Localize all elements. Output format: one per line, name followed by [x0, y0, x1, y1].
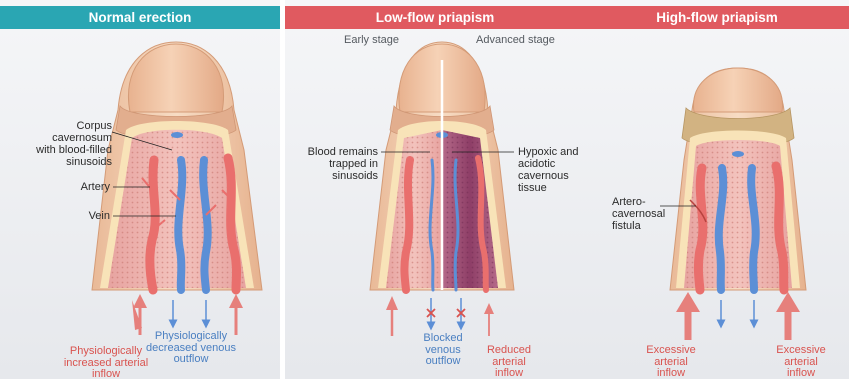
- reduced-arterial-inflow-caption: Reduced arterial inflow: [478, 345, 540, 380]
- low-flow-penis-illustration: [370, 42, 514, 336]
- physiologically-decreased-venous-outflow-caption: Physiologically decreased venous outflow: [144, 331, 238, 366]
- hypoxic-tissue-label: Hypoxic and acidotic cavernous tissue: [518, 146, 600, 194]
- high-flow-penis-illustration: [660, 68, 806, 340]
- corpus-cavernosum-label: Corpus cavernosum with blood-filled sinu…: [30, 120, 112, 168]
- artery-label: Artery: [60, 181, 110, 193]
- blood-trapped-label: Blood remains trapped in sinusoids: [290, 146, 378, 182]
- excessive-arterial-inflow-right-caption: Excessive arterial inflow: [770, 345, 832, 380]
- excessive-arterial-inflow-left-caption: Excessive arterial inflow: [640, 345, 702, 380]
- physiologically-increased-arterial-inflow-caption: Physiologically increased arterial inflo…: [62, 346, 150, 381]
- artero-cavernosal-fistula-label: Artero-cavernosal fistula: [612, 196, 670, 232]
- normal-penis-illustration: [92, 42, 262, 335]
- vein-label: Vein: [60, 210, 110, 222]
- blocked-venous-outflow-caption: Blocked venous outflow: [412, 333, 474, 368]
